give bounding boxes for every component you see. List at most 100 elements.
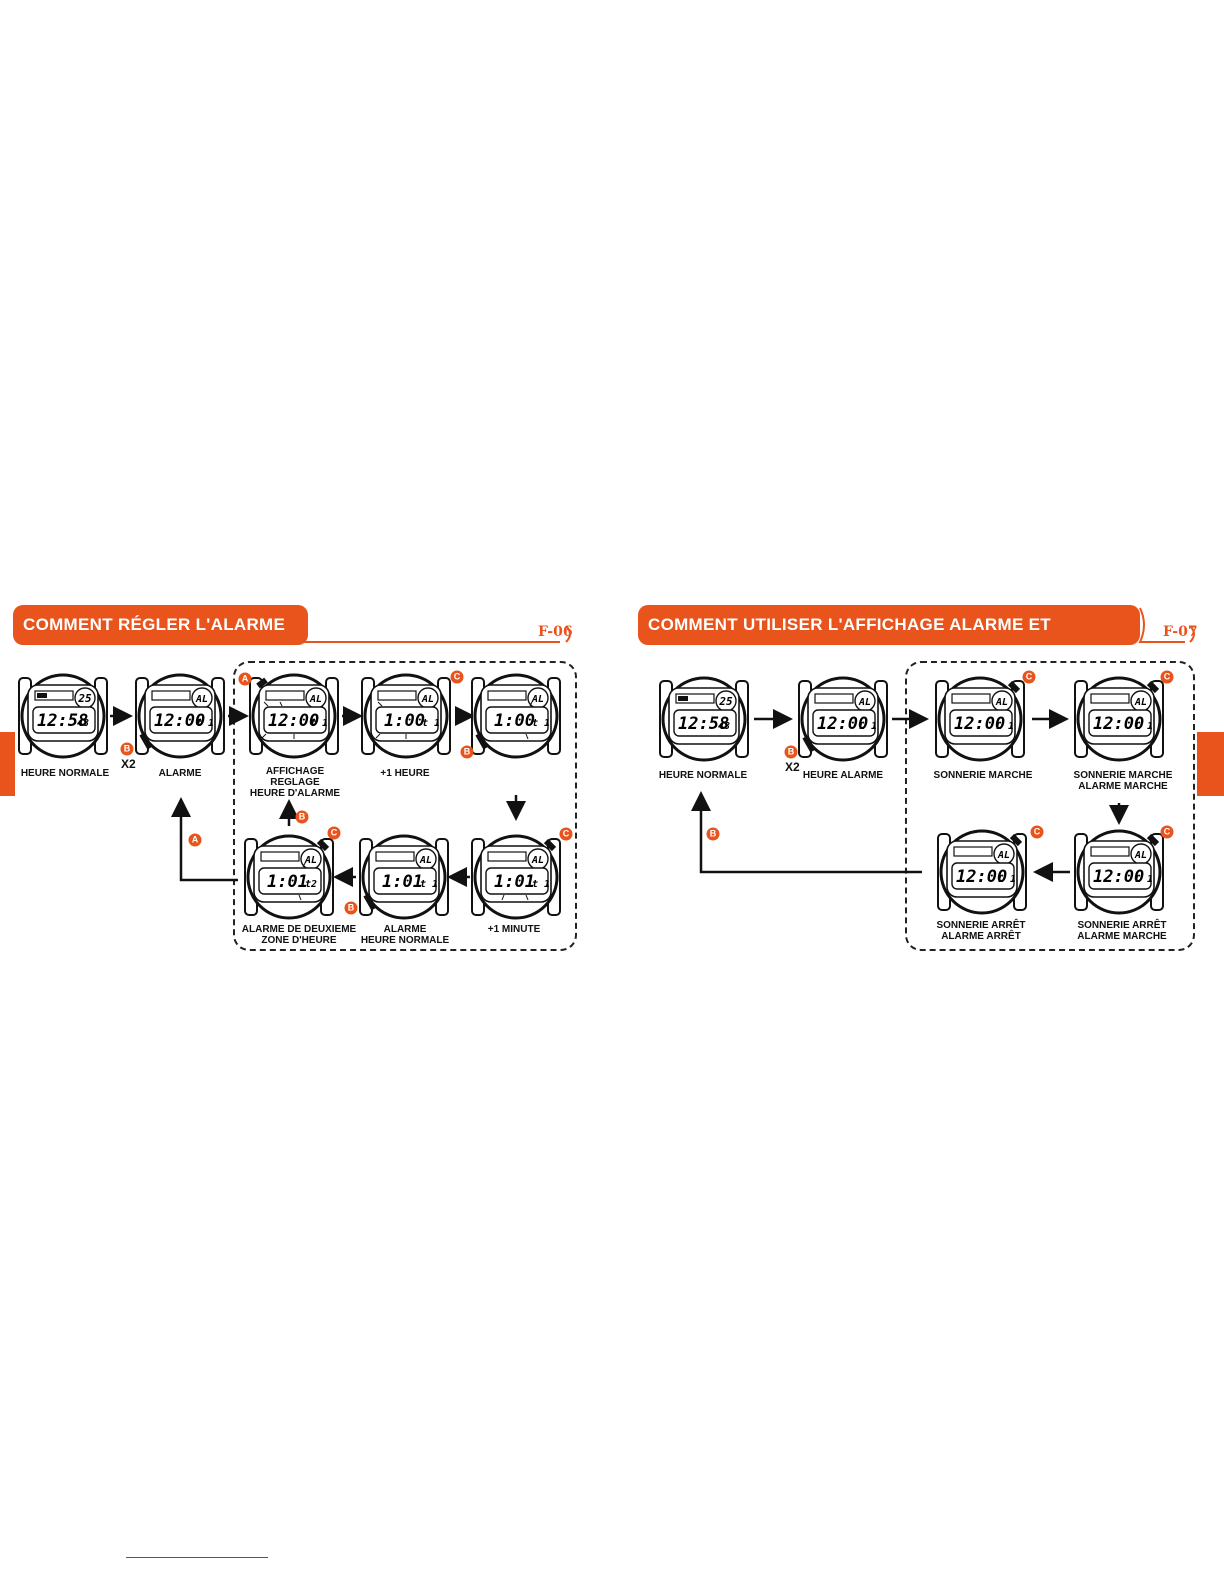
- watch-time: 12:58: [37, 711, 88, 731]
- watch-small: L 1: [1135, 874, 1153, 885]
- watch-display: AL 12:00 t 1: [246, 672, 342, 760]
- watch-time: 1:01: [382, 872, 423, 892]
- caption-plus-minute: +1 MINUTE: [487, 924, 541, 935]
- caption-line: HEURE NORMALE: [360, 935, 450, 946]
- watch-badge-text: 25: [77, 692, 92, 705]
- watch-display: AL 12:00 L 1: [1071, 828, 1167, 916]
- watch-badge-text: AL: [531, 855, 544, 866]
- caption-line: ALARME MARCHE: [1078, 781, 1168, 792]
- watch-time: 12:00: [817, 714, 868, 734]
- watch-time: 1:00: [384, 711, 425, 731]
- watch-small: L 1: [998, 874, 1016, 885]
- watch-time: 12:00: [1093, 714, 1144, 734]
- watch-small: t 1: [422, 718, 440, 729]
- watch-time: 12:00: [268, 711, 319, 731]
- watch-time: 1:01: [267, 872, 308, 892]
- caption-normal-time: HEURE NORMALE: [658, 770, 748, 781]
- caption-line: REGLAGE: [270, 777, 320, 788]
- section-title-right: COMMENT UTILISER L'AFFICHAGE ALARME ET C…: [638, 605, 1140, 674]
- press-twice-label: X2: [785, 760, 800, 774]
- press-twice-label: X2: [121, 757, 136, 771]
- button-c-badge: C: [1160, 670, 1174, 684]
- watch-small: L 1: [859, 721, 877, 732]
- watch-badge-text: AL: [997, 850, 1010, 861]
- watch-display: AL 1:00 t 1: [358, 672, 454, 760]
- button-b-badge: B: [120, 742, 134, 756]
- caption-chime-on-alarm-on: SONNERIE MARCHE ALARME MARCHE: [1074, 770, 1173, 792]
- watch-small: t 1: [420, 879, 438, 890]
- button-b-badge: B: [344, 901, 358, 915]
- watch-seconds: 48: [718, 721, 730, 732]
- caption-chime-off-alarm-off: SONNERIE ARRÊT ALARME ARRÊT: [936, 920, 1025, 942]
- caption-line: SONNERIE ARRÊT: [936, 920, 1026, 931]
- watch-badge-text: AL: [304, 855, 317, 866]
- page-code-left: F-06: [538, 624, 573, 640]
- watch-badge-text: AL: [995, 697, 1008, 708]
- watch-time: 12:00: [1093, 867, 1144, 887]
- watch-badge-text: AL: [421, 694, 434, 705]
- watch-time: 12:00: [956, 867, 1007, 887]
- watch-display: AL 12:00 L 1: [795, 675, 891, 763]
- caption-line: ALARME DE DEUXIEME: [241, 924, 357, 935]
- button-a-badge: A: [238, 672, 252, 686]
- page-edge-tab-right: [1197, 732, 1224, 796]
- watch-seconds: 48: [77, 718, 89, 729]
- button-a-badge: A: [188, 833, 202, 847]
- caption-line: ZONE D'HEURE: [261, 935, 337, 946]
- watch-display: AL 12:00 L 1: [934, 828, 1030, 916]
- button-c-badge: C: [559, 827, 573, 841]
- button-b-badge: B: [784, 745, 798, 759]
- watch-display: 25 12:58 48: [656, 675, 752, 763]
- caption-normal-time: HEURE NORMALE: [20, 768, 110, 779]
- button-b-badge: B: [460, 745, 474, 759]
- watch-time: 12:00: [954, 714, 1005, 734]
- watch-time: 1:01: [494, 872, 535, 892]
- watch-time: 12:00: [154, 711, 205, 731]
- section-title-left: COMMENT RÉGLER L'ALARME: [13, 605, 308, 645]
- watch-small: t 1: [532, 718, 550, 729]
- button-b-badge: B: [295, 810, 309, 824]
- watch-badge-text: AL: [309, 694, 322, 705]
- watch-display: AL 1:01 t 1: [468, 833, 564, 921]
- button-c-badge: C: [1022, 670, 1036, 684]
- watch-badge-text: AL: [195, 694, 208, 705]
- caption-second-zone-alarm: ALARME DE DEUXIEME ZONE D'HEURE: [242, 924, 356, 946]
- caption-line: HEURE D'ALARME: [249, 788, 341, 799]
- watch-small: L 1: [1135, 721, 1153, 732]
- watch-time: 12:58: [678, 714, 729, 734]
- watch-small: t 1: [196, 718, 214, 729]
- caption-plus-hour: +1 HEURE: [380, 768, 430, 779]
- button-c-badge: C: [1160, 825, 1174, 839]
- page-edge-tab-left: [0, 732, 15, 796]
- button-b-badge: B: [706, 827, 720, 841]
- watch-display: 25 12:58 48: [15, 672, 111, 760]
- watch-display: AL 1:01 t2: [241, 833, 337, 921]
- caption-line: ALARME: [383, 924, 427, 935]
- watch-badge-text: AL: [531, 694, 544, 705]
- caption-line: AFFICHAGE: [265, 766, 325, 777]
- watch-badge-text: 25: [718, 695, 733, 708]
- watch-time: 1:00: [494, 711, 535, 731]
- footer-rule: [126, 1557, 268, 1558]
- watch-badge-text: AL: [1134, 850, 1147, 861]
- watch-small: t 1: [532, 879, 550, 890]
- caption-chime-on: SONNERIE MARCHE: [933, 770, 1033, 781]
- caption-line: ALARME ARRÊT: [941, 931, 1021, 942]
- caption-line: ALARME MARCHE: [1077, 931, 1167, 942]
- caption-line: SONNERIE ARRÊT: [1077, 920, 1167, 931]
- watch-badge-text: AL: [419, 855, 432, 866]
- watch-small: t2: [305, 879, 317, 890]
- caption-line: SONNERIE MARCHE: [1073, 770, 1173, 781]
- caption-alarm-normal-time: ALARME HEURE NORMALE: [361, 924, 449, 946]
- caption-alarm: ALARME: [158, 768, 202, 779]
- watch-badge-text: AL: [858, 697, 871, 708]
- caption-alarm-setting: AFFICHAGE REGLAGE HEURE D'ALARME: [250, 766, 340, 799]
- caption-chime-off-alarm-on: SONNERIE ARRÊT ALARME MARCHE: [1077, 920, 1166, 942]
- watch-small: t 1: [310, 718, 328, 729]
- watch-display: AL 1:01 t 1: [356, 833, 452, 921]
- caption-alarm-time: HEURE ALARME: [802, 770, 884, 781]
- watch-small: L 1: [996, 721, 1014, 732]
- button-c-badge: C: [327, 826, 341, 840]
- watch-display: AL 12:00 L 1: [932, 675, 1028, 763]
- watch-display: AL 1:00 t 1: [468, 672, 564, 760]
